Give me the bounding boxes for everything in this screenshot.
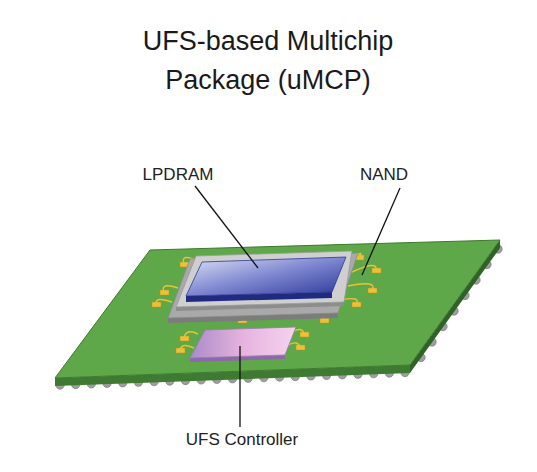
ufs-controller-die xyxy=(190,327,296,358)
nand-die xyxy=(176,251,352,307)
lpdram-die xyxy=(186,257,346,296)
substrate-board xyxy=(55,240,500,378)
diagram-title: UFS-based Multichip Package (uMCP) xyxy=(118,22,418,100)
leader-lines xyxy=(195,186,400,427)
callout-label: UFS Controller xyxy=(186,430,298,450)
callout-label: NAND xyxy=(360,165,408,185)
callout-label: LPDRAM xyxy=(143,165,214,185)
